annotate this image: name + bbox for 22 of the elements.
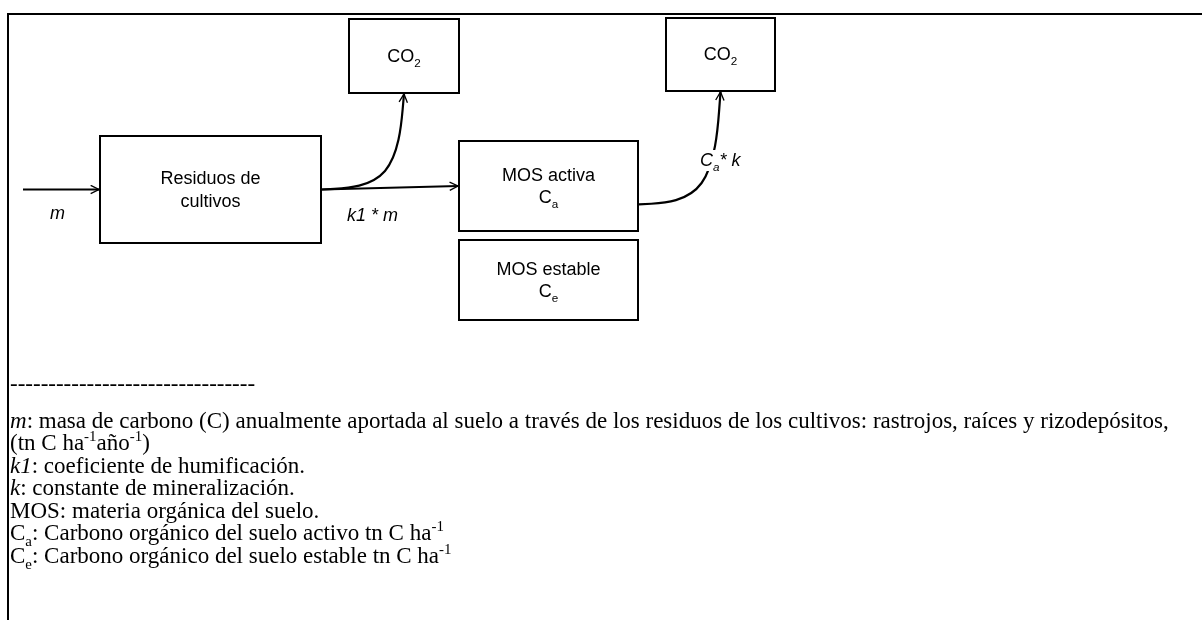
arrow bbox=[321, 93, 409, 191]
node-text: CO$_{2}$ bbox=[703, 43, 738, 66]
note-text: C$_{a}$: Carbono orgánico del suelo activo tn C ha$^{-1}$ bbox=[10, 522, 444, 545]
process-box bbox=[99, 135, 322, 244]
note-text: k1: coeficiente de humificación. bbox=[10, 454, 307, 477]
node-text: C$_{e}$ bbox=[538, 280, 559, 303]
note-text: m: masa de carbono (C) anualmente aportada al suelo a través de los residuos de los cultivos: rastrojos, raíces y rizodepósitos, (tn C ha$^{-1}$año$^{-1}$) bbox=[10, 409, 1170, 455]
arrow bbox=[321, 181, 459, 192]
node-text: Residuos de cultivos bbox=[159, 167, 262, 212]
node-text: CO$_{2}$ bbox=[387, 44, 421, 68]
edge-label: C$_{a}$* k bbox=[698, 150, 743, 171]
node-text: C$_{a}$ bbox=[538, 186, 559, 209]
box bbox=[458, 140, 639, 232]
arrow bbox=[23, 184, 100, 195]
node-text: MOS activa bbox=[502, 163, 595, 186]
note-text: MOS: materia orgánica del suelo. bbox=[10, 499, 321, 522]
box bbox=[458, 239, 639, 321]
box bbox=[665, 17, 776, 92]
separator-text: -------------------------------- bbox=[10, 373, 256, 396]
node-text: MOS estable bbox=[496, 257, 601, 280]
note-text: k: constante de mineralización. bbox=[10, 477, 296, 500]
box bbox=[348, 18, 460, 94]
